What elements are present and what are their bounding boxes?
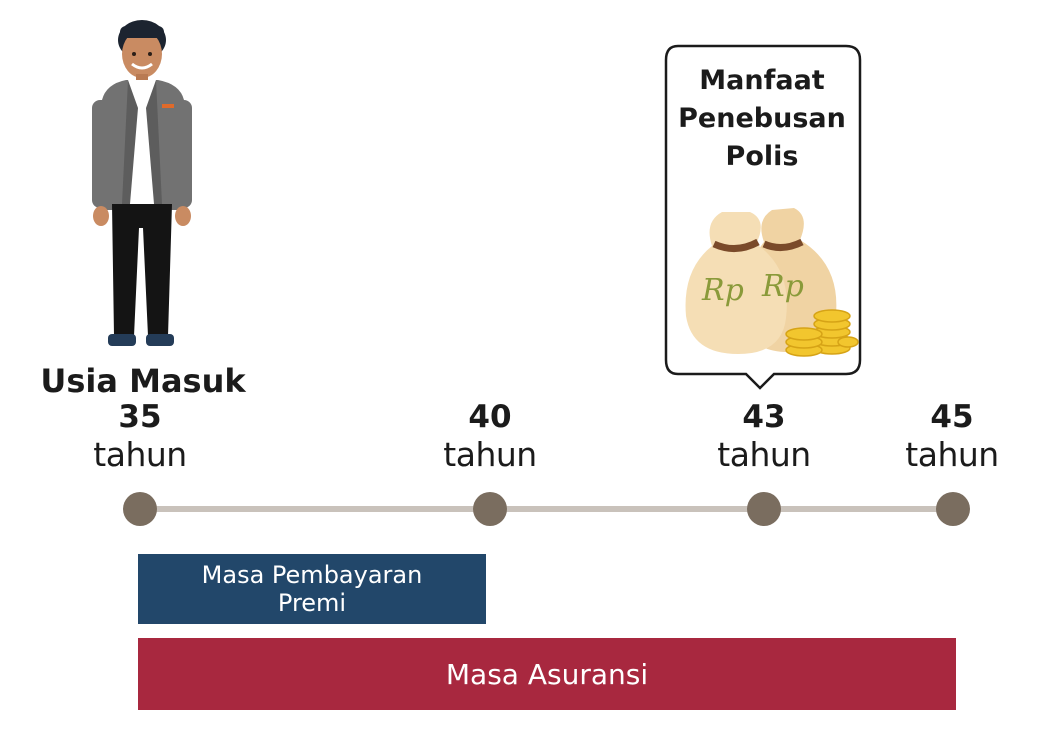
age-unit: tahun — [717, 435, 811, 474]
timeline-line — [140, 506, 954, 512]
insurance-bar-label: Masa Asuransi — [445, 657, 649, 691]
currency-label: Rp — [761, 269, 804, 304]
premium-bar-line: Masa Pembayaran — [201, 561, 423, 589]
age-label-43: 43 tahun — [704, 398, 824, 474]
insurance-period-bar: Masa Asuransi — [138, 638, 956, 710]
timeline-dot-43 — [747, 492, 781, 526]
age-label-35: 35 tahun — [80, 398, 200, 474]
age-number: 35 — [118, 399, 162, 435]
age-number: 40 — [468, 399, 512, 435]
premium-bar-line: Premi — [277, 589, 347, 617]
age-unit: tahun — [443, 435, 537, 474]
timeline-dot-35 — [123, 492, 157, 526]
age-number: 45 — [930, 399, 974, 435]
premium-payment-period-bar: Masa Pembayaran Premi — [138, 554, 486, 624]
callout-line: Penebusan — [678, 103, 846, 134]
age-number: 43 — [742, 399, 786, 435]
person-illustration — [92, 20, 192, 346]
timeline-dot-45 — [936, 492, 970, 526]
age-unit: tahun — [905, 435, 999, 474]
age-unit: tahun — [93, 435, 187, 474]
currency-label: Rp — [701, 273, 744, 308]
callout-line: Manfaat — [699, 65, 825, 96]
callout-bubble: Rp Rp — [664, 44, 862, 390]
entry-age-label: Usia Masuk — [40, 362, 246, 400]
callout-title: Manfaat Penebusan Polis — [668, 62, 856, 176]
age-label-40: 40 tahun — [430, 398, 550, 474]
callout-line: Polis — [725, 141, 799, 172]
timeline-dot-40 — [473, 492, 507, 526]
age-label-45: 45 tahun — [892, 398, 1012, 474]
